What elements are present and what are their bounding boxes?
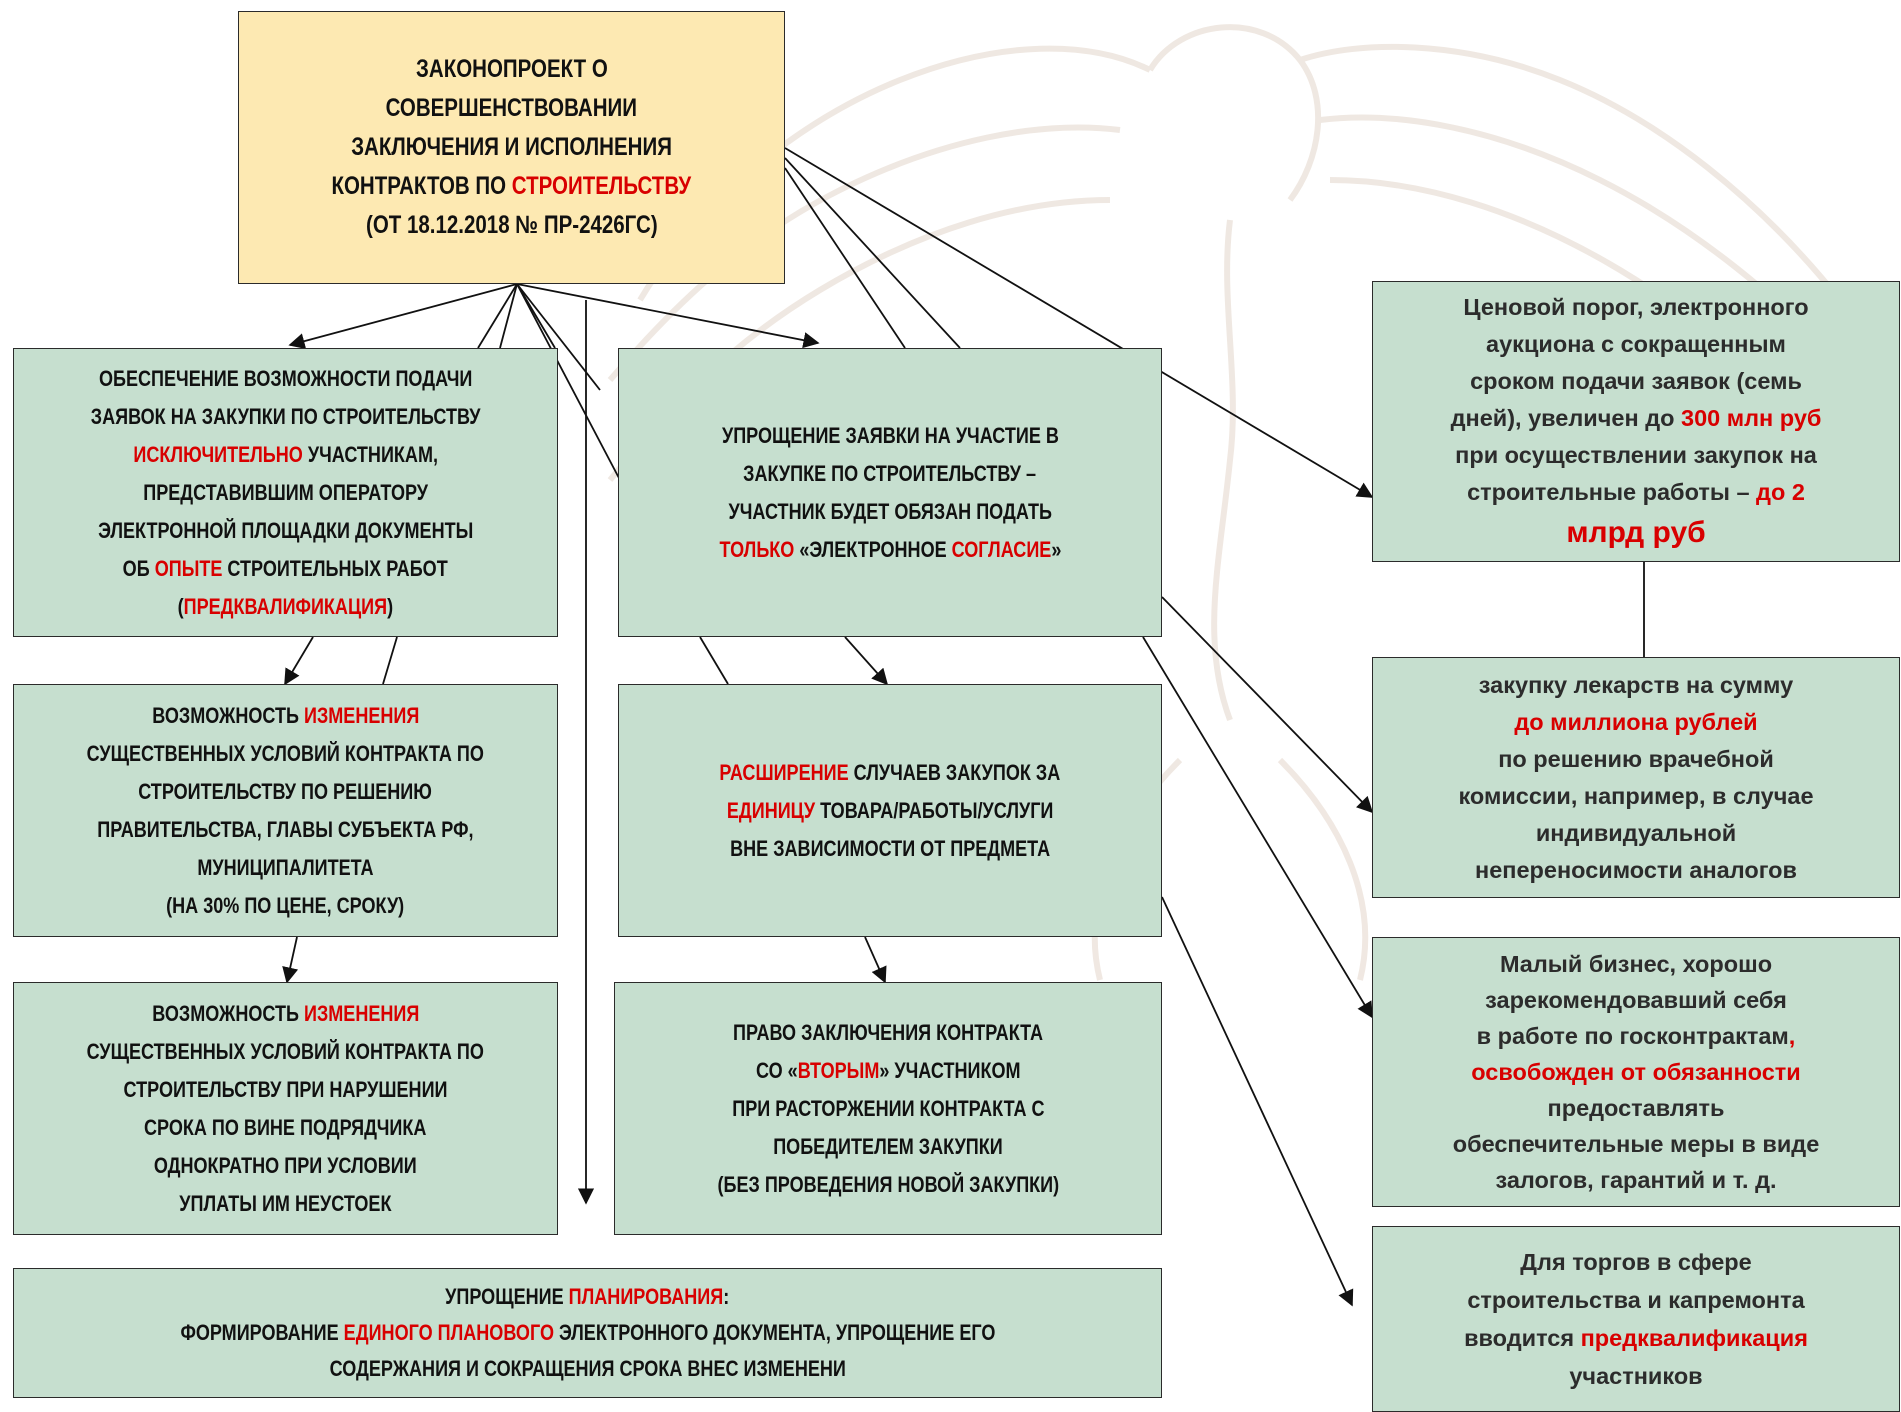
text-line: ОДНОКРАТНО ПРИ УСЛОВИИ [154,1152,417,1178]
text-line: ВНЕ ЗАВИСИМОСТИ ОТ ПРЕДМЕТА [730,835,1050,861]
text-line: ПРАВИТЕЛЬСТВА, ГЛАВЫ СУБЪЕКТА РФ, [97,816,474,842]
text-line: ОБЕСПЕЧЕНИЕ ВОЗМОЖНОСТИ ПОДАЧИ [98,365,473,391]
text-line: СУЩЕСТВЕННЫХ УСЛОВИЙ КОНТРАКТА ПО [86,740,485,766]
text-line: Малый бизнес, хорошо [1499,951,1773,977]
text-line: ОБ ОПЫТЕ СТРОИТЕЛЬНЫХ РАБОТ [122,555,449,581]
line-simplify-down [699,636,729,685]
text-line: участников [1569,1363,1703,1389]
text-line: ЗАКУПКЕ ПО СТРОИТЕЛЬСТВУ – [743,460,1037,486]
arrow-expand-to-second [864,936,887,984]
arrow-title-to-prequal [288,283,518,350]
box-simplify-application: УПРОЩЕНИЕ ЗАЯВКИ НА УЧАСТИЕ В ЗАКУПКЕ ПО… [618,348,1162,637]
box-expand-purchases: РАСШИРЕНИЕ СЛУЧАЕВ ЗАКУПОК ЗА ЕДИНИЦУ ТО… [618,684,1162,937]
title-line-3: ЗАКЛЮЧЕНИЯ И ИСПОЛНЕНИЯ [351,133,672,161]
text-line: ПОБЕДИТЕЛЕМ ЗАКУПКИ [773,1133,1003,1159]
box-price-threshold: Ценовой порог, электронного аукциона с с… [1372,281,1900,562]
text-line: вводится предквалификация [1464,1325,1808,1351]
line-title-fan-2 [499,283,518,349]
line-title-fan-1 [477,283,518,349]
line-title-right-1 [784,157,961,349]
title-line-2: СОВЕРШЕНСТВОВАНИИ [385,94,638,122]
text-line: обеспечительные меры в виде [1452,1131,1820,1157]
text-line: залогов, гарантий и т. д. [1495,1167,1777,1193]
arrow-title-to-threshold [784,147,1374,498]
arrow-simplify-to-smallbiz [1142,636,1373,1019]
title-line-1: ЗАКОНОПРОЕКТ О [415,55,608,83]
text-line: Для торгов в сфере [1520,1249,1752,1275]
title-line-4: КОНТРАКТОВ ПО СТРОИТЕЛЬСТВУ [331,172,692,200]
box-medicine-purchase: закупку лекарств на сумму до миллиона ру… [1372,657,1900,898]
text-line: СО «ВТОРЫМ» УЧАСТНИКОМ [755,1057,1021,1083]
arrow-change1-to-change2 [282,936,299,984]
box-change-conditions-2: ВОЗМОЖНОСТЬ ИЗМЕНЕНИЯ СУЩЕСТВЕННЫХ УСЛОВ… [13,982,558,1235]
text-line: дней), увеличен до 300 млн руб [1450,404,1822,431]
text-line: СУЩЕСТВЕННЫХ УСЛОВИЙ КОНТРАКТА ПО [86,1038,485,1064]
title-line-5: (ОТ 18.12.2018 № ПР-2426ГС) [365,211,658,239]
title-box: ЗАКОНОПРОЕКТ О СОВЕРШЕНСТВОВАНИИ ЗАКЛЮЧЕ… [238,11,785,284]
text-line: сроком подачи заявок (семь [1470,367,1802,394]
text-line: комиссии, например, в случае [1458,782,1814,809]
text-line: ТОЛЬКО «ЭЛЕКТРОННОЕ СОГЛАСИЕ» [719,536,1061,562]
text-line: ПРИ РАСТОРЖЕНИИ КОНТРАКТА С [731,1095,1045,1121]
text-line: по решению врачебной [1498,745,1774,772]
line-title-right-2 [784,167,906,349]
text-line: до миллиона рублей [1514,708,1758,735]
box-construction-tenders: Для торгов в сфере строительства и капре… [1372,1226,1900,1412]
text-line: ВОЗМОЖНОСТЬ ИЗМЕНЕНИЯ [151,702,420,728]
box-change-conditions-1: ВОЗМОЖНОСТЬ ИЗМЕНЕНИЯ СУЩЕСТВЕННЫХ УСЛОВ… [13,684,558,937]
arrow-simplify-to-expand [844,636,889,686]
text-line: млрд руб [1566,515,1706,549]
arrow-title-to-simplify [516,283,820,349]
text-line: СОДЕРЖАНИЯ И СОКРАЩЕНИЯ СРОКА ВНЕС ИЗМЕН… [329,1356,846,1381]
text-line: ФОРМИРОВАНИЕ ЕДИНОГО ПЛАНОВОГО ЭЛЕКТРОНН… [180,1320,995,1345]
text-line: СРОКА ПО ВИНЕ ПОДРЯДЧИКА [144,1114,427,1140]
text-line: УПРОЩЕНИЕ ЗАЯВКИ НА УЧАСТИЕ В [721,422,1059,448]
text-line: строительные работы – до 2 [1467,478,1805,505]
box-second-participant: ПРАВО ЗАКЛЮЧЕНИЯ КОНТРАКТА СО «ВТОРЫМ» У… [614,982,1162,1235]
text-line: (ПРЕДКВАЛИФИКАЦИЯ) [177,593,394,619]
box-prequalification: ОБЕСПЕЧЕНИЕ ВОЗМОЖНОСТИ ПОДАЧИ ЗАЯВОК НА… [13,348,558,637]
text-line: ПРАВО ЗАКЛЮЧЕНИЯ КОНТРАКТА [732,1019,1044,1045]
text-line: СТРОИТЕЛЬСТВУ ПРИ НАРУШЕНИИ [123,1076,448,1102]
text-line: закупку лекарств на сумму [1478,671,1794,698]
text-line: Ценовой порог, электронного [1463,293,1809,320]
text-line: СТРОИТЕЛЬСТВУ ПО РЕШЕНИЮ [138,778,433,804]
text-line: при осуществлении закупок на [1455,441,1817,468]
text-line: РАСШИРЕНИЕ СЛУЧАЕВ ЗАКУПОК ЗА [719,759,1061,785]
text-line: УПЛАТЫ ИМ НЕУСТОЕК [179,1190,392,1216]
text-line: УЧАСТНИК БУДЕТ ОБЯЗАН ПОДАТЬ [728,498,1052,524]
text-line: зарекомендовавший себя [1485,987,1787,1013]
text-line: освобожден от обязанности [1471,1059,1801,1085]
text-line: строительства и капремонта [1467,1287,1805,1313]
text-line: в работе по госконтрактам, [1476,1023,1796,1049]
text-line: ВОЗМОЖНОСТЬ ИЗМЕНЕНИЯ [151,1000,420,1026]
text-line: непереносимости аналогов [1475,856,1797,883]
arrow-simplify-to-medicine [1161,596,1374,814]
text-line: (БЕЗ ПРОВЕДЕНИЯ НОВОЙ ЗАКУПКИ) [717,1171,1059,1197]
box-planning: УПРОЩЕНИЕ ПЛАНИРОВАНИЯ: ФОРМИРОВАНИЕ ЕДИ… [13,1268,1162,1398]
text-line: предоставлять [1547,1095,1725,1121]
text-line: МУНИЦИПАЛИТЕТА [197,854,374,880]
line-title-fan-4 [516,283,601,391]
line-title-fan-5 [516,283,621,481]
text-line: ИСКЛЮЧИТЕЛЬНО УЧАСТНИКАМ, [133,441,438,467]
text-line: (НА 30% ПО ЦЕНЕ, СРОКУ) [166,892,405,918]
arrow-expand-to-torg [1161,896,1354,1307]
text-line: ЕДИНИЦУ ТОВАРА/РАБОТЫ/УСЛУГИ [726,797,1054,823]
box-small-business: Малый бизнес, хорошо зарекомендовавший с… [1372,937,1900,1207]
text-line: УПРОЩЕНИЕ ПЛАНИРОВАНИЯ: [445,1284,730,1309]
text-line: аукциона с сокращенным [1486,330,1786,357]
text-line: ЭЛЕКТРОННОЙ ПЛОЩАДКИ ДОКУМЕНТЫ [97,517,474,543]
text-line: ПРЕДСТАВИВШИМ ОПЕРАТОРУ [143,479,428,505]
arrow-prequal-to-change1 [284,636,314,686]
text-line: ЗАЯВОК НА ЗАКУПКИ ПО СТРОИТЕЛЬСТВУ [90,403,481,429]
text-line: индивидуальной [1535,819,1737,846]
line-prequal-down [382,636,398,685]
